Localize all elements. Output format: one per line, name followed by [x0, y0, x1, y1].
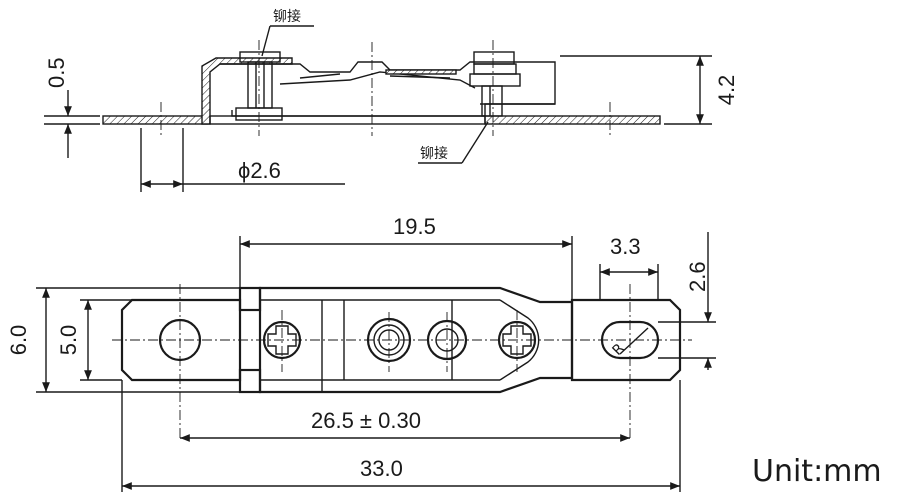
right-terminal [570, 298, 682, 382]
rivet-label-top: 铆接 [273, 8, 301, 25]
hole-dia-dim: ϕ2.6 [238, 158, 281, 183]
height-dim: 4.2 [714, 75, 739, 106]
plan-view: R 19.5 3.3 2.6 6.0 [6, 214, 716, 492]
notch-bottom [238, 368, 262, 394]
rivet-label-bottom: 铆接 [420, 145, 448, 162]
base-plate-left [102, 115, 209, 125]
overall-length-dim: 33.0 [360, 456, 403, 481]
rivet-right [469, 51, 521, 117]
slot-width-dim: 3.3 [610, 234, 641, 259]
inner-contact-2 [299, 73, 451, 79]
inner-contact [279, 71, 476, 89]
housing [231, 103, 555, 117]
bent-riser [201, 57, 293, 125]
side-view: 0.5 4.2 ϕ2.6 铆接 铆接 [44, 8, 739, 192]
inner-span-dim: 19.5 [393, 214, 436, 239]
base-plate-right [484, 115, 661, 125]
outer-width-dim: 6.0 [6, 325, 31, 356]
slot-radius-dim: 2.6 [685, 261, 710, 292]
rivet-left [235, 51, 283, 121]
notch-top [238, 286, 262, 312]
unit-label: Unit:mm [752, 454, 882, 489]
base-plate-mid [209, 115, 486, 125]
inner-width-dim: 5.0 [56, 325, 81, 356]
thickness-dim: 0.5 [44, 57, 69, 88]
spring-strip [385, 69, 457, 75]
hole-pitch-dim: 26.5 ± 0.30 [311, 408, 421, 433]
top-cover [220, 61, 556, 105]
slot [600, 320, 660, 360]
